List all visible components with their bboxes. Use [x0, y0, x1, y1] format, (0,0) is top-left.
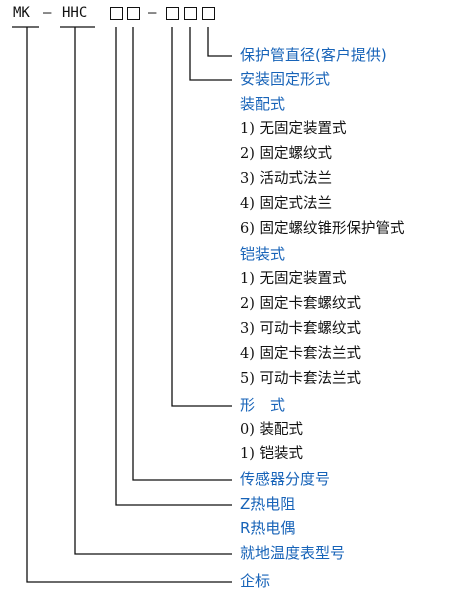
code-box-3 [166, 7, 179, 20]
code-prefix: MK [13, 5, 30, 21]
label-assembled-heading: 装配式 [240, 95, 286, 113]
label-thermocouple: R热电偶 [240, 519, 296, 537]
label-diameter: 保护管直径(客户提供) [240, 46, 387, 64]
armored-item: 1) 无固定装置式 [240, 271, 347, 287]
label-form-heading: 形 式 [240, 396, 286, 414]
armored-item: 3) 可动卡套螺纹式 [240, 321, 361, 337]
label-armored-heading: 铠装式 [240, 245, 286, 263]
armored-item: 4) 固定卡套法兰式 [240, 346, 361, 362]
line-model [74, 27, 232, 555]
label-thermistor: Z热电阻 [240, 495, 296, 513]
label-model: 就地温度表型号 [240, 544, 346, 562]
line-sensor [132, 27, 232, 481]
line-mount [189, 27, 232, 81]
code-dash-1: – [43, 5, 52, 21]
code-box-1 [110, 7, 123, 20]
assembled-item: 4) 固定式法兰 [240, 196, 332, 212]
line-form [171, 27, 232, 407]
assembled-item: 2) 固定螺纹式 [240, 146, 332, 162]
label-mount: 安装固定形式 [240, 70, 331, 88]
form-item: 0) 装配式 [240, 422, 303, 438]
code-box-2 [127, 7, 140, 20]
label-sensor: 传感器分度号 [240, 470, 331, 488]
code-dash-2: – [148, 5, 157, 21]
code-box-4 [184, 7, 197, 20]
code-series: HHC [62, 5, 88, 21]
armored-item: 2) 固定卡套螺纹式 [240, 296, 361, 312]
assembled-item: 3) 活动式法兰 [240, 171, 332, 187]
line-element-type [115, 27, 232, 506]
line-company [26, 27, 232, 583]
line-diameter [207, 27, 232, 57]
assembled-item: 6) 固定螺纹锥形保护管式 [240, 221, 405, 237]
code-box-5 [202, 7, 215, 20]
form-item: 1) 铠装式 [240, 446, 303, 462]
armored-item: 5) 可动卡套法兰式 [240, 371, 361, 387]
assembled-item: 1) 无固定装置式 [240, 121, 347, 137]
label-company: 企标 [240, 572, 271, 590]
